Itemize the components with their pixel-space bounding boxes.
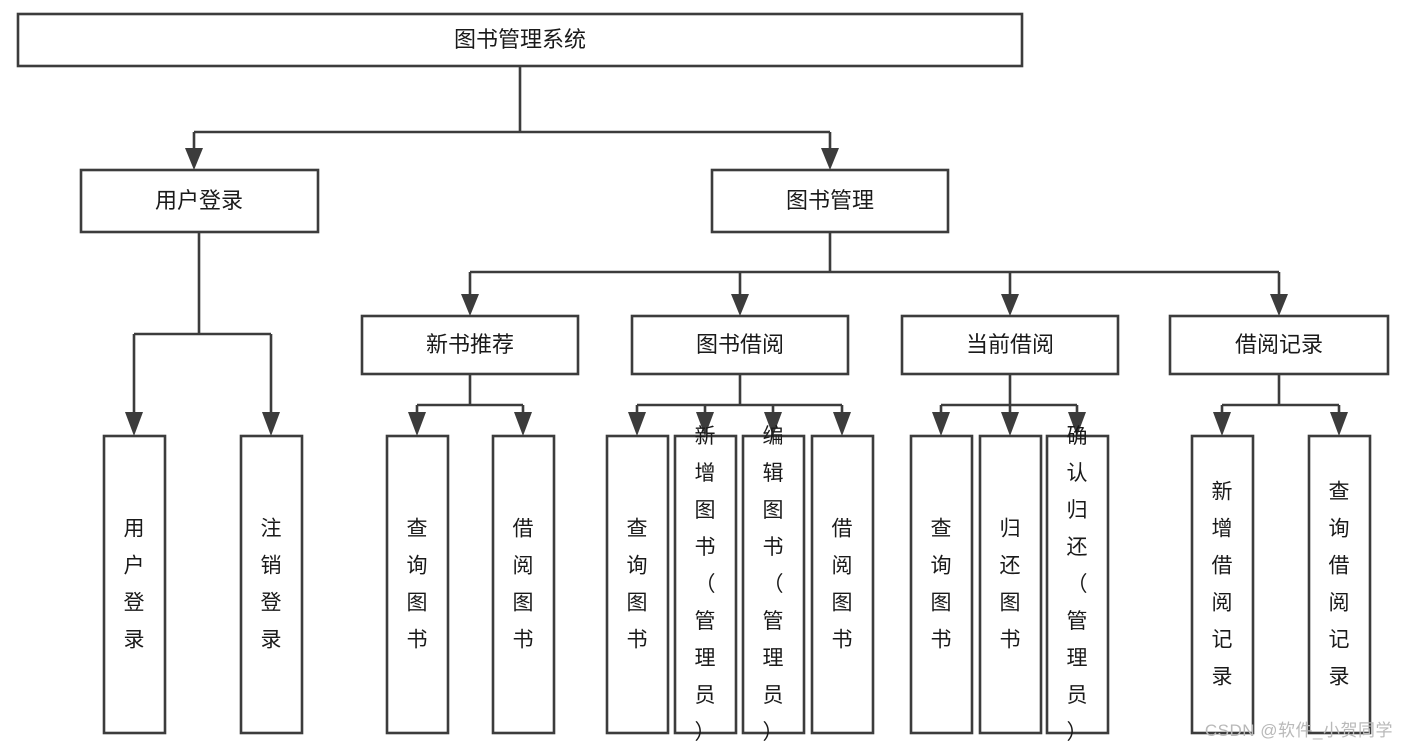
- node-leaf-add-record-label: 新增借阅记录: [1212, 480, 1233, 688]
- node-current-borrow[interactable]: 当前借阅: [900, 314, 1120, 376]
- arrow-head-new-book-recommend: [461, 294, 479, 316]
- arrow-head-leaf-confirm-return: [1068, 412, 1086, 436]
- node-leaf-add-record[interactable]: 新增借阅记录: [1190, 434, 1255, 735]
- node-leaf-query-record[interactable]: 查询借阅记录: [1307, 434, 1372, 735]
- node-leaf-query-book-1[interactable]: 查询图书: [385, 434, 450, 735]
- node-leaf-edit-book-label: 编辑图书（管理员）: [763, 425, 784, 744]
- node-leaf-add-book-label: 新增图书（管理员）: [695, 425, 716, 744]
- node-user-login-box[interactable]: [79, 168, 320, 234]
- node-borrow-record[interactable]: 借阅记录: [1168, 314, 1390, 376]
- connector-group-user-login: [125, 232, 280, 436]
- node-new-book-recommend[interactable]: 新书推荐: [360, 314, 580, 376]
- node-leaf-user-login-label: 用户登录: [124, 517, 145, 651]
- node-leaf-confirm-return[interactable]: 确认归还（管理员）: [1045, 425, 1110, 744]
- arrow-head-leaf-add-book: [696, 412, 714, 436]
- arrow-head-leaf-return-book: [1001, 412, 1019, 436]
- arrow-head-leaf-query-record: [1330, 412, 1348, 436]
- node-book-borrow-box[interactable]: [630, 314, 850, 376]
- node-leaf-query-book-1-label: 查询图书: [407, 517, 428, 651]
- csdn-watermark: CSDN @软件_小贺同学: [1204, 721, 1393, 740]
- arrow-head-leaf-query-book-1: [408, 412, 426, 436]
- node-book-borrow[interactable]: 图书借阅: [630, 314, 850, 376]
- node-leaf-borrow-book-2-box[interactable]: [810, 434, 875, 735]
- node-leaf-borrow-book-2[interactable]: 借阅图书: [810, 434, 875, 735]
- node-leaf-add-record-box[interactable]: [1190, 434, 1255, 735]
- arrow-head-book-borrow: [731, 294, 749, 316]
- node-leaf-edit-book-box[interactable]: [741, 434, 806, 735]
- node-new-book-recommend-box[interactable]: [360, 314, 580, 376]
- node-leaf-add-book-box[interactable]: [673, 434, 738, 735]
- connector-group-root: [185, 66, 839, 170]
- arrow-head-leaf-borrow-book-1: [514, 412, 532, 436]
- node-leaf-add-book[interactable]: 新增图书（管理员）: [673, 425, 738, 744]
- node-leaf-edit-book[interactable]: 编辑图书（管理员）: [741, 425, 806, 744]
- node-book-borrow-label: 图书借阅: [696, 332, 784, 357]
- node-leaf-borrow-book-2-label: 借阅图书: [832, 517, 853, 651]
- arrow-head-leaf-borrow-book-2: [833, 412, 851, 436]
- node-leaf-query-book-2-label: 查询图书: [627, 517, 648, 651]
- arrow-head-leaf-query-book-3: [932, 412, 950, 436]
- arrow-head-leaf-query-book-2: [628, 412, 646, 436]
- arrow-head-leaf-add-record: [1213, 412, 1231, 436]
- node-user-login[interactable]: 用户登录: [79, 168, 320, 234]
- node-leaf-user-logout[interactable]: 注销登录: [239, 434, 304, 735]
- connector-group-book-manage: [461, 232, 1288, 316]
- node-leaf-query-book-2-box[interactable]: [605, 434, 670, 735]
- node-book-manage-label: 图书管理: [786, 188, 874, 213]
- node-root-box[interactable]: [16, 12, 1024, 68]
- node-user-login-label: 用户登录: [155, 188, 243, 213]
- node-root-label: 图书管理系统: [454, 27, 586, 52]
- node-leaf-query-book-1-box[interactable]: [385, 434, 450, 735]
- node-leaf-borrow-book-1[interactable]: 借阅图书: [491, 434, 556, 735]
- connector-group-current-borrow: [932, 374, 1086, 436]
- node-leaf-query-book-2[interactable]: 查询图书: [605, 434, 670, 735]
- arrow-head-leaf-user-logout: [262, 412, 280, 436]
- arrow-head-borrow-record: [1270, 294, 1288, 316]
- node-leaf-borrow-book-1-label: 借阅图书: [513, 517, 534, 651]
- node-leaf-return-book-label: 归还图书: [1000, 517, 1021, 651]
- node-leaf-query-record-box[interactable]: [1307, 434, 1372, 735]
- node-book-manage[interactable]: 图书管理: [710, 168, 950, 234]
- arrow-head-user-login: [185, 148, 203, 170]
- node-new-book-recommend-label: 新书推荐: [426, 332, 514, 357]
- node-current-borrow-label: 当前借阅: [966, 332, 1054, 357]
- node-leaf-user-logout-box[interactable]: [239, 434, 304, 735]
- node-leaf-borrow-book-1-box[interactable]: [491, 434, 556, 735]
- connector-group-borrow-record: [1213, 374, 1348, 436]
- connector-group-book-borrow: [628, 374, 851, 436]
- node-leaf-user-login[interactable]: 用户登录: [102, 434, 167, 735]
- node-root[interactable]: 图书管理系统: [16, 12, 1024, 68]
- node-leaf-user-login-box[interactable]: [102, 434, 167, 735]
- arrow-head-book-manage: [821, 148, 839, 170]
- node-leaf-query-record-label: 查询借阅记录: [1329, 480, 1350, 688]
- node-borrow-record-label: 借阅记录: [1235, 332, 1323, 357]
- node-leaf-confirm-return-label: 确认归还（管理员）: [1067, 425, 1088, 744]
- node-leaf-query-book-3-box[interactable]: [909, 434, 974, 735]
- connector-group-new-book-recommend: [408, 374, 532, 436]
- node-current-borrow-box[interactable]: [900, 314, 1120, 376]
- node-borrow-record-box[interactable]: [1168, 314, 1390, 376]
- node-book-manage-box[interactable]: [710, 168, 950, 234]
- node-leaf-return-book[interactable]: 归还图书: [978, 434, 1043, 735]
- arrow-head-current-borrow: [1001, 294, 1019, 316]
- arrow-head-leaf-user-login: [125, 412, 143, 436]
- arrow-head-leaf-edit-book: [764, 412, 782, 436]
- node-leaf-confirm-return-box[interactable]: [1045, 434, 1110, 735]
- node-leaf-return-book-box[interactable]: [978, 434, 1043, 735]
- node-leaf-query-book-3-label: 查询图书: [931, 517, 952, 651]
- node-leaf-user-logout-label: 注销登录: [261, 517, 282, 651]
- node-leaf-query-book-3[interactable]: 查询图书: [909, 434, 974, 735]
